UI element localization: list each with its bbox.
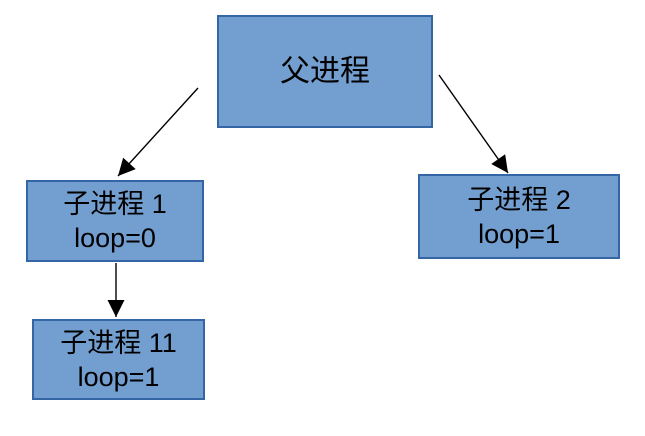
arrow-parent-to-child2-icon bbox=[438, 74, 509, 174]
node-child-process-11: 子进程 11 loop=1 bbox=[32, 319, 205, 400]
node-child2-label: 子进程 2 bbox=[467, 184, 571, 215]
node-child1-loop-value: loop=0 bbox=[74, 223, 156, 253]
node-parent-process: 父进程 bbox=[217, 15, 433, 128]
node-parent-label: 父进程 bbox=[280, 54, 370, 88]
node-child11-label: 子进程 11 bbox=[60, 327, 177, 358]
node-child2-loop-value: loop=1 bbox=[478, 218, 560, 249]
node-child1-label: 子进程 1 bbox=[63, 189, 167, 219]
node-child-process-2: 子进程 2 loop=1 bbox=[418, 174, 620, 259]
node-child11-loop-value: loop=1 bbox=[77, 361, 160, 392]
node-child-process-1: 子进程 1 loop=0 bbox=[26, 180, 204, 262]
arrow-parent-to-child1-icon bbox=[117, 87, 199, 177]
